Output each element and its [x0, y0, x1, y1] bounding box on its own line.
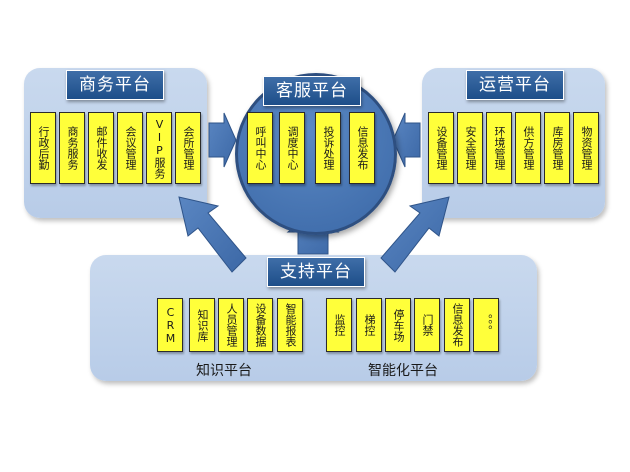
knowledge-item: 人员管理 — [218, 298, 244, 352]
operations-item: 设备管理 — [428, 112, 454, 184]
knowledge-item: 智能报表 — [277, 298, 303, 352]
service-item: 调度中心 — [279, 112, 305, 184]
business-item: 行政后勤 — [30, 112, 56, 184]
smart-platform-label: 智能化平台 — [368, 363, 438, 379]
business-item: VIP服务 — [146, 112, 172, 184]
smart-item: 监控 — [326, 298, 352, 352]
business-item: 会议管理 — [117, 112, 143, 184]
service-item: 呼叫中心 — [247, 112, 273, 184]
arrow-support-to-business — [178, 196, 247, 273]
customer-service-title: 客服平台 — [263, 76, 361, 106]
service-item: 投诉处理 — [315, 112, 341, 184]
smart-item: 信息发布 — [444, 298, 470, 352]
smart-item: 梯控 — [356, 298, 382, 352]
service-item: 信息发布 — [349, 112, 375, 184]
support-platform-title: 支持平台 — [267, 257, 365, 287]
arrow-support-to-operations — [380, 196, 450, 273]
knowledge-platform-label: 知识平台 — [196, 363, 252, 379]
operations-item: 供方管理 — [515, 112, 541, 184]
business-item: 商务服务 — [59, 112, 85, 184]
operations-item: 库房管理 — [544, 112, 570, 184]
operations-item: 环境管理 — [486, 112, 512, 184]
business-platform-title: 商务平台 — [66, 70, 164, 100]
arrow-operations-to-service — [392, 112, 421, 168]
business-item: 会所管理 — [175, 112, 201, 184]
arrow-business-to-service — [208, 112, 237, 168]
smart-item: 停车场 — [385, 298, 411, 352]
operations-item: 安全管理 — [457, 112, 483, 184]
business-item: 邮件收发 — [88, 112, 114, 184]
operations-platform-title: 运营平台 — [466, 70, 564, 100]
knowledge-item: CRM — [157, 298, 183, 352]
smart-item: 。。。 — [473, 298, 499, 352]
knowledge-item: 设备数据 — [247, 298, 273, 352]
operations-item: 物资管理 — [573, 112, 599, 184]
smart-item: 门禁 — [414, 298, 440, 352]
knowledge-item: 知识库 — [189, 298, 215, 352]
